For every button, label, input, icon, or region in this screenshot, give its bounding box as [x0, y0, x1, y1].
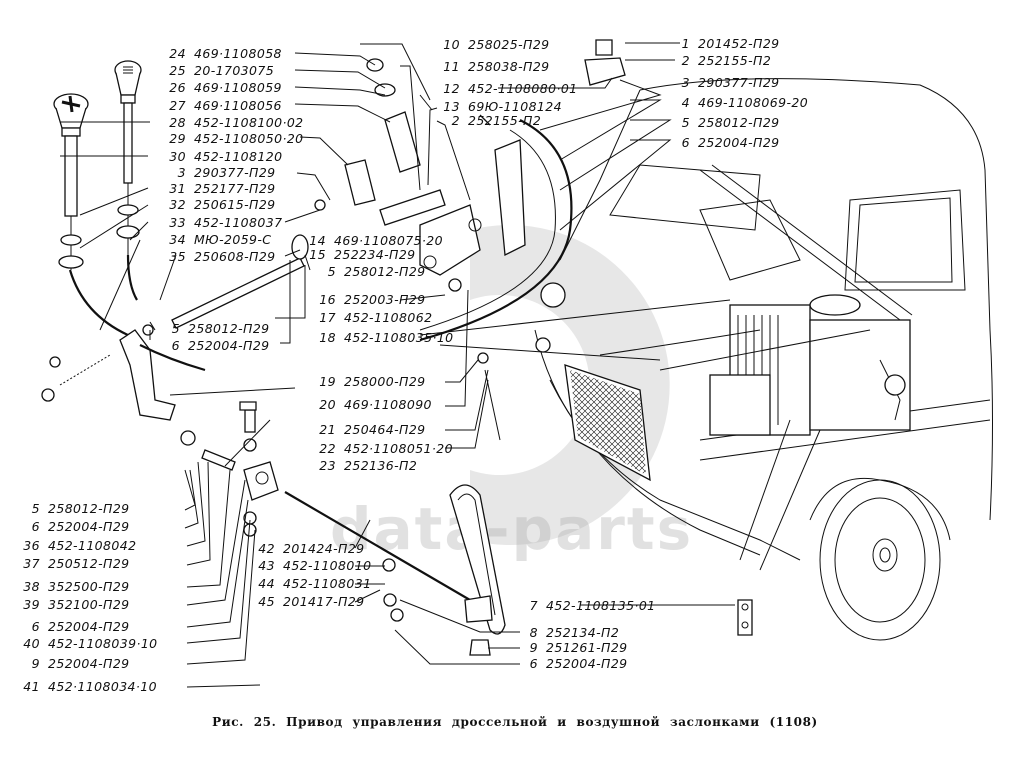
accelerator-pedal [382, 484, 506, 656]
watermark: data-parts [330, 495, 693, 563]
carburetor-linkage [291, 39, 626, 441]
throttle-rod [171, 257, 471, 601]
return-spring [41, 254, 206, 421]
vehicle-body [419, 78, 993, 641]
watermark-logo [470, 224, 670, 545]
figure-caption: Рис. 25. Привод управления дроссельной и… [212, 715, 818, 729]
leader-lines [60, 42, 735, 688]
throttle-knob-assembly [114, 60, 142, 301]
